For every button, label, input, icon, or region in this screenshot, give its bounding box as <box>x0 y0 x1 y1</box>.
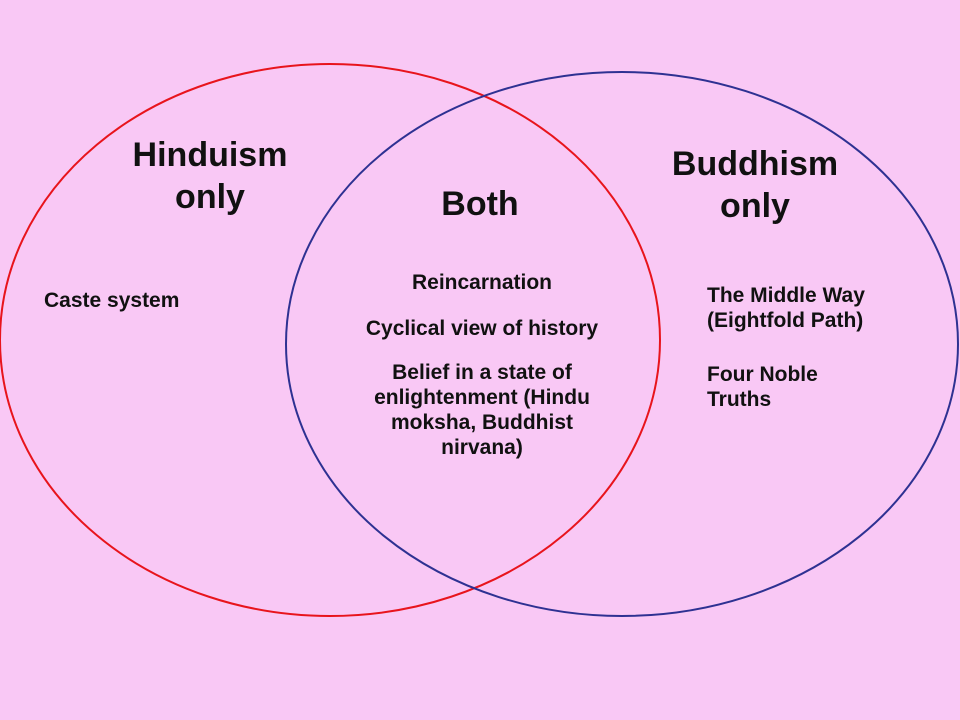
hinduism-title-line2: only <box>175 178 245 216</box>
enlightenment-line3: moksha, Buddhist <box>390 411 574 434</box>
four-noble-truths-label: Four Noble Truths <box>707 362 907 412</box>
hinduism-only-title: Hinduism only <box>100 134 320 218</box>
enlightenment-line4: nirvana) <box>441 436 523 459</box>
four-noble-line2: Truths <box>707 388 772 411</box>
both-title: Both <box>441 185 519 223</box>
buddhism-title-line2: only <box>720 187 790 225</box>
middle-way-line2: (Eightfold Path) <box>707 309 864 332</box>
hinduism-title-line1: Hinduism <box>132 136 288 174</box>
enlightenment-line2: enlightenment (Hindu <box>374 386 590 409</box>
buddhism-circle <box>285 71 959 617</box>
middle-way-label: The Middle Way (Eightfold Path) <box>707 283 937 333</box>
enlightenment-line1: Belief in a state of <box>392 361 572 384</box>
reincarnation-label: Reincarnation <box>411 271 553 294</box>
four-noble-line1: Four Noble <box>707 363 818 386</box>
enlightenment-belief-label: Belief in a state of enlightenment (Hind… <box>312 360 652 460</box>
hinduism-circle <box>0 63 661 617</box>
buddhism-only-title: Buddhism only <box>640 143 870 227</box>
cyclical-history-label: Cyclical view of history <box>365 317 599 340</box>
caste-system-label: Caste system <box>44 289 180 312</box>
buddhism-title-line1: Buddhism <box>671 145 839 183</box>
middle-way-line1: The Middle Way <box>707 284 865 307</box>
